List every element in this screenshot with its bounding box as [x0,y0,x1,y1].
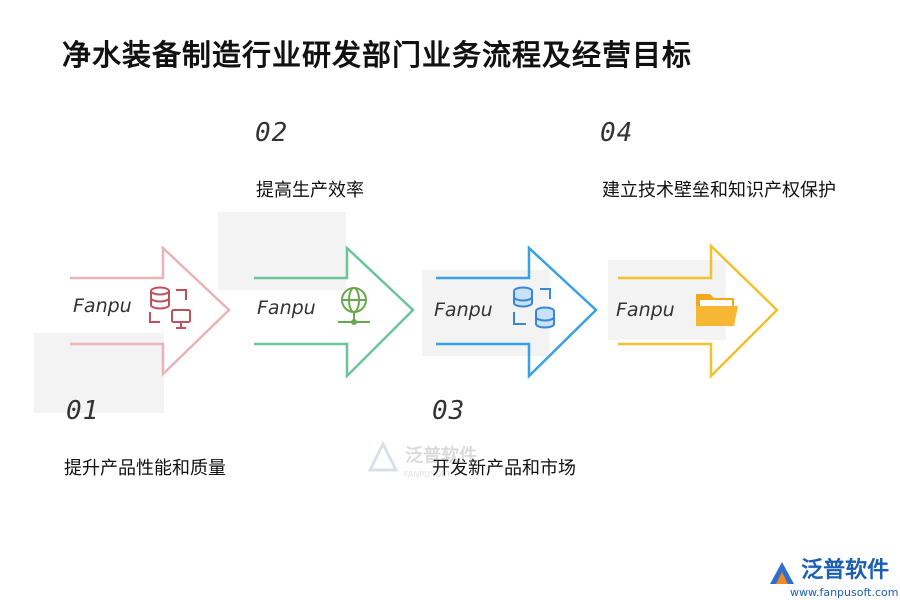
globe-network-icon [338,287,370,325]
arrow-step-3 [436,245,598,379]
brand-text-4: Fanpu [616,299,675,321]
step-label-4: 建立技术壁垒和知识产权保护 [602,180,836,201]
step-number-4: 04 [600,118,634,148]
watermark: 泛普软件 FANPUSOFT [366,440,477,479]
step-label-3: 开发新产品和市场 [432,458,576,479]
arrow-step-2 [254,245,415,380]
arrow-step-1 [70,245,231,377]
brand-logo-text: 泛普软件 [801,558,890,583]
step-number-3: 03 [432,396,466,426]
watermark-subtext: FANPUSOFT [404,470,451,479]
arrow-step-4 [618,243,779,380]
step-label-1: 提升产品性能和质量 [64,458,226,479]
step-label-2: 提高生产效率 [256,180,364,201]
brand-text-2: Fanpu [257,297,316,319]
brand-text-1: Fanpu [73,295,132,317]
page-title: 净水装备制造行业研发部门业务流程及经营目标 [62,38,693,72]
database-sync-icon [513,286,555,329]
database-computer-icon [149,286,191,329]
folder-icon [696,294,738,326]
brand-logo-url: www.fanpusoft.com [790,585,899,599]
shade-block [422,270,550,356]
step-number-1: 01 [66,396,100,426]
brand-logo-icon [770,561,794,584]
watermark-text: 泛普软件 [405,445,478,467]
step-number-2: 02 [255,118,289,148]
watermark-logo-icon [367,440,399,472]
brand-logo: 泛普软件 www.fanpusoft.com [768,552,898,599]
brand-text-3: Fanpu [434,299,493,321]
shade-block [34,333,164,413]
